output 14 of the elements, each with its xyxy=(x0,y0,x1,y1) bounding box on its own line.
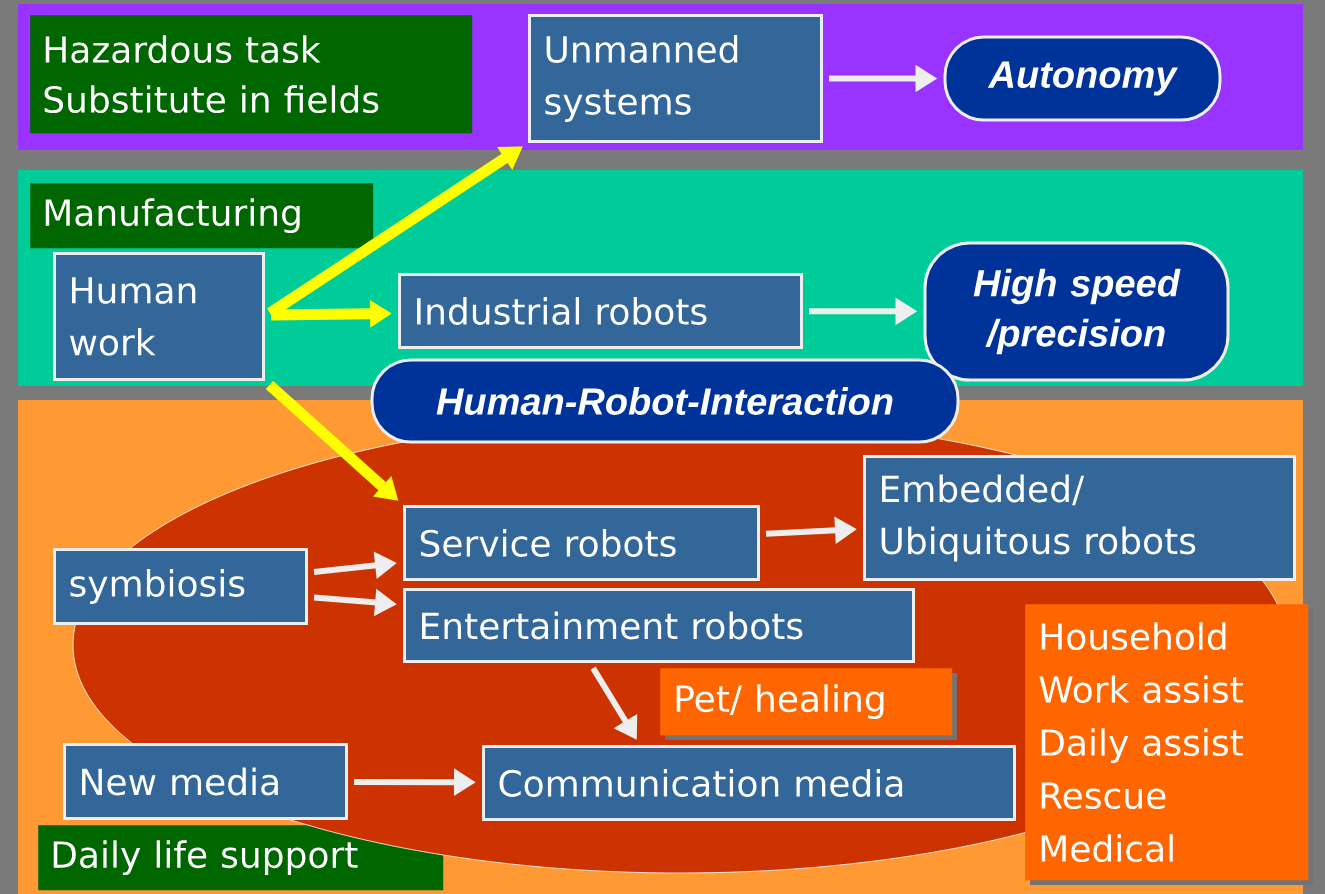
text-box: Entertainment robots xyxy=(403,588,915,663)
rounded-label: Human-Robot-Interaction xyxy=(370,358,960,444)
text-box: Embedded/ Ubiquitous robots xyxy=(863,455,1296,581)
text-box: Human work xyxy=(53,252,265,381)
rounded-label: Autonomy xyxy=(943,35,1222,122)
rounded-label: High speed /precision xyxy=(923,241,1230,382)
note-box: Household Work assist Daily assist Rescue Medical xyxy=(1025,604,1313,885)
text-box: Industrial robots xyxy=(398,273,803,349)
note-box: Pet/ healing xyxy=(660,668,957,740)
text-box: New media xyxy=(63,743,348,820)
text-box: symbiosis xyxy=(53,548,308,625)
text-box: Service robots xyxy=(403,505,760,581)
text-box: Unmanned systems xyxy=(528,14,823,143)
text-box: Communication media xyxy=(482,745,1016,821)
